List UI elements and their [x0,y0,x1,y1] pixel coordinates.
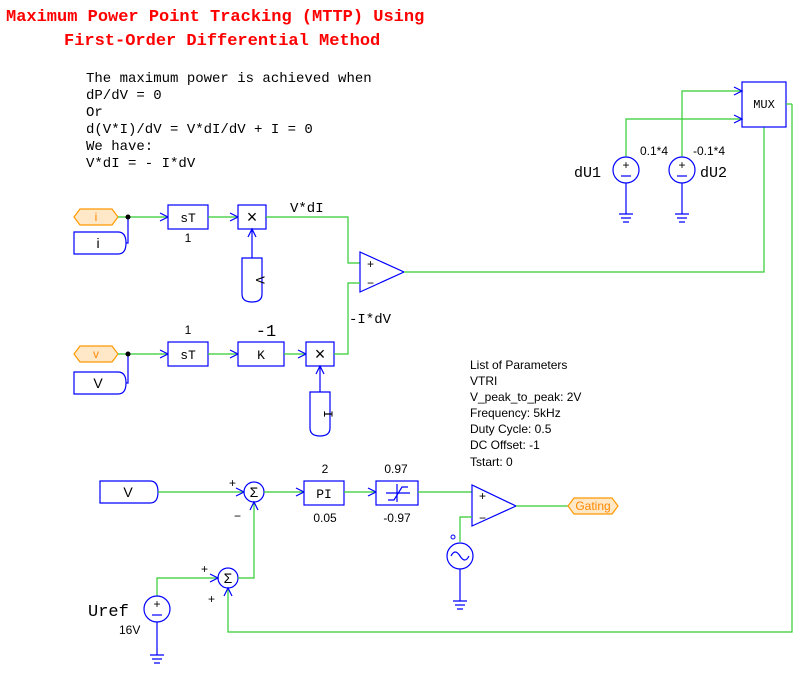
port-i-in[interactable]: i [73,208,119,226]
signal-idv: -I*dV [349,312,392,328]
gain-param: -1 [256,323,276,342]
port-i-label[interactable]: i [73,231,127,255]
junction-dot [125,214,131,220]
summer-2-plus-bottom: + [208,592,215,606]
source-du1[interactable]: + [612,156,640,184]
source-du2-value: -0.1*4 [693,144,725,158]
limiter-top-param: 0.97 [384,462,408,476]
source-uref-name: Uref [88,603,129,622]
comparator-top-plus: + [367,257,374,271]
summer-2[interactable]: Σ [217,567,239,589]
source-du2-plus: + [678,158,685,172]
summer-1-sigma: Σ [250,484,259,500]
summer-1-plus: + [229,476,236,490]
comparator-bottom-minus: − [479,511,486,525]
port-i-vertical[interactable]: I [309,391,335,437]
source-du1-value: 0.1*4 [640,144,668,158]
description-line: dP/dV = 0 [86,88,162,104]
port-v-in-label: v [93,347,99,361]
pi-bottom-param: 0.05 [313,511,337,525]
summer-1[interactable]: Σ [243,481,265,503]
parameter-line: Duty Cycle: 0.5 [470,422,552,436]
signal-vdi: V*dI [290,201,324,217]
parameter-line: VTRI [470,374,497,388]
comparator-bottom[interactable]: + − [471,484,518,527]
parameter-line: Tstart: 0 [470,455,513,469]
port-v-vertical-label: V [252,276,267,284]
derivative-block-mid-label: sT [180,348,196,363]
port-i-vertical-label: I [320,410,335,418]
comparator-bottom-plus: + [479,489,486,503]
port-i-label-text: i [96,235,99,251]
source-uref-plus: + [153,597,160,611]
multiplier-mid[interactable]: × [305,341,335,367]
title-line-1: Maximum Power Point Tracking (MTTP) Usin… [6,8,424,27]
port-v-label-text: V [93,375,103,391]
description-line: Or [86,105,103,121]
parameters-list: List of Parameters VTRI V_peak_to_peak: … [470,358,581,469]
port-v-vertical[interactable]: V [241,257,267,303]
derivative-block-mid[interactable]: sT [167,341,209,367]
description-line: V*dI = - I*dV [86,156,196,172]
source-vtri-terminal [450,534,456,540]
source-du2-name: dU2 [700,165,727,182]
derivative-block-top[interactable]: sT [167,204,209,230]
gain-block-label: K [257,348,265,363]
parameter-line: DC Offset: -1 [470,438,540,452]
port-v-label[interactable]: V [73,371,127,395]
summer-2-sigma: Σ [224,570,233,586]
parameters-heading: List of Parameters [470,358,567,372]
port-gating[interactable]: Gating [567,497,619,515]
multiplier-mid-sign: × [315,344,326,364]
description-line: The maximum power is achieved when [86,71,372,87]
port-v-pi[interactable]: V [99,480,159,504]
derivative-mid-param: 1 [185,323,192,337]
description-line: We have: [86,139,153,155]
source-vtri[interactable] [446,542,474,570]
summer-1-minus: − [234,509,241,523]
derivative-top-param: 1 [185,231,192,245]
derivative-block-top-label: sT [180,211,196,226]
comparator-top[interactable]: + − [359,251,406,293]
source-du1-plus: + [622,158,629,172]
comparator-top-minus: − [367,276,374,290]
multiplier-top-sign: × [247,207,258,227]
description-text: The maximum power is achieved when dP/dV… [86,71,372,172]
summer-2-plus-left: + [201,562,208,576]
junction-dot [125,351,131,357]
description-line: d(V*I)/dV = V*dI/dV + I = 0 [86,122,313,138]
port-i-in-label: i [95,210,98,224]
port-v-pi-label: V [123,484,133,500]
limiter-bottom-param: -0.97 [383,511,411,525]
multiplier-top[interactable]: × [237,204,267,230]
limiter-block[interactable] [375,480,419,506]
mux-label: MUX [753,98,775,112]
source-uref-value: 16V [119,623,140,637]
parameter-line: V_peak_to_peak: 2V [470,390,581,404]
pi-controller[interactable]: PI [303,480,345,506]
port-v-in[interactable]: v [73,345,119,363]
parameter-line: Frequency: 5kHz [470,406,561,420]
source-du2[interactable]: + [668,156,696,184]
title-line-2: First-Order Differential Method [64,32,380,51]
gain-block[interactable]: K [237,341,285,367]
mux-block[interactable]: MUX [741,81,787,128]
source-du1-name: dU1 [574,165,601,182]
port-gating-label: Gating [575,499,610,513]
pi-controller-label: PI [316,487,332,502]
pi-top-param: 2 [322,462,329,476]
source-uref[interactable]: + [143,595,171,623]
